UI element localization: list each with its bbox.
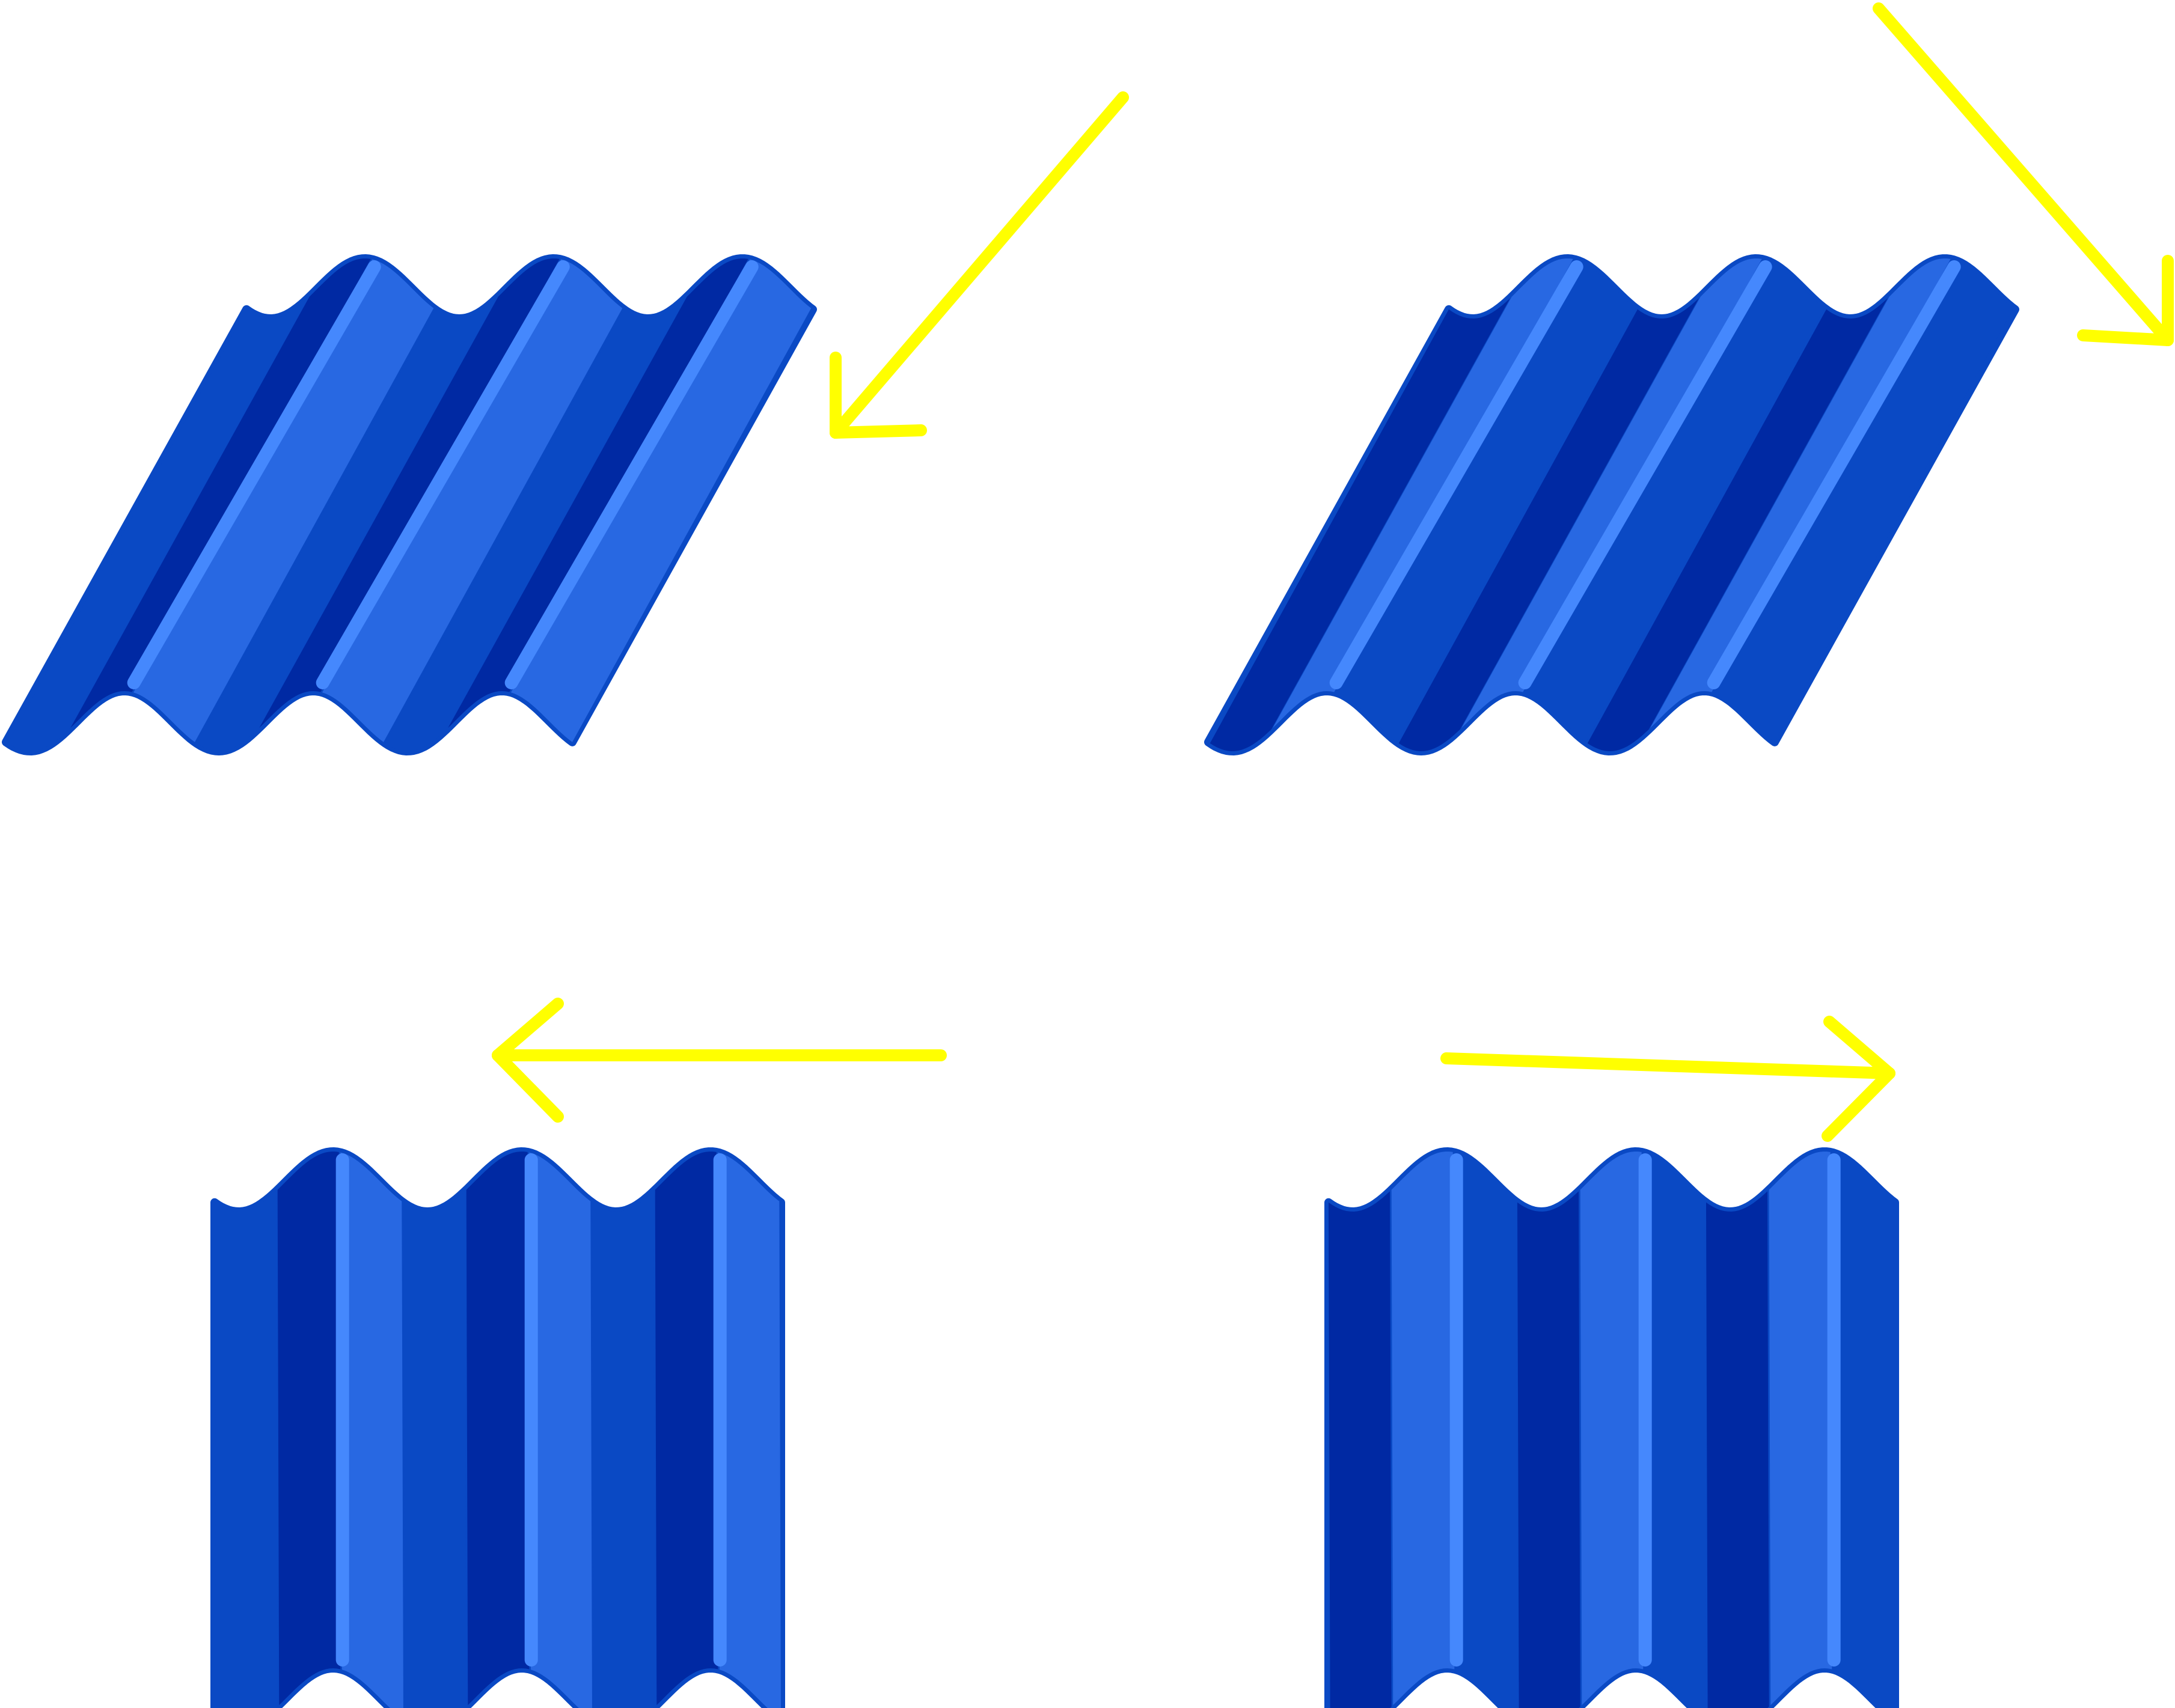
- sheet-stripe-dark: [1329, 1191, 1392, 1708]
- sheet-stripe-mid: [1832, 1152, 1895, 1708]
- panel-bottom-right: [1324, 1016, 1899, 1708]
- sheet-stripe-mid: [592, 1191, 655, 1708]
- sheet-stripe-light: [529, 1152, 592, 1708]
- sheet-stripe-light: [1769, 1151, 1832, 1706]
- arrow-left-icon: [492, 998, 947, 1123]
- sheet-stripe-mid: [1525, 259, 1825, 742]
- sheet-stripe-light: [1580, 1151, 1644, 1706]
- sheet-stripe-mid: [1713, 259, 2014, 742]
- sheet-stripe-dark: [448, 258, 748, 728]
- arrow-head: [2077, 329, 2174, 346]
- sheet-stripe-mid: [403, 1191, 467, 1708]
- sheet-stripe-dark: [1706, 1191, 1769, 1708]
- panel-top-right: [1204, 2, 2174, 755]
- sheet-stripe-mid: [1643, 1152, 1706, 1708]
- sheet-stripe-light: [322, 259, 623, 742]
- sheet-highlight: [1518, 260, 1772, 689]
- arrow-head: [830, 424, 927, 439]
- sheet-stripe-light: [1273, 258, 1573, 728]
- sheet-stripe-mid: [1454, 1152, 1517, 1708]
- sheet-stripe-dark: [70, 258, 371, 728]
- arrow-shaft: [1873, 2, 2174, 346]
- sheet-stripe-mid: [215, 1191, 278, 1708]
- arrow-shaft: [830, 91, 1129, 439]
- arrow-head: [492, 998, 564, 1061]
- sheet-stripe-mid: [196, 298, 497, 751]
- arrow-head: [492, 1049, 564, 1123]
- sheet-highlight: [127, 260, 381, 689]
- sheet-stripe-light: [718, 1152, 781, 1708]
- sheet-stripe-light: [1461, 258, 1762, 728]
- sheet-highlight: [1707, 260, 1961, 689]
- arrow-right-icon: [1440, 1016, 1895, 1142]
- sheet-highlight: [1329, 260, 1583, 689]
- panel-bottom-left: [210, 998, 947, 1708]
- arrow-down-left-icon: [830, 91, 1129, 439]
- sheet-stripe-light: [1391, 1151, 1455, 1706]
- sheet-stripe-dark: [259, 258, 560, 728]
- sheet-stripe-mid: [7, 298, 308, 751]
- sheet-stripe-mid: [1336, 259, 1636, 742]
- panel-top-left: [2, 91, 1129, 755]
- sheet-highlight: [504, 260, 759, 689]
- sheet-stripe-dark: [1587, 298, 1888, 751]
- arrow-down-right-icon: [1873, 2, 2174, 346]
- sheet-stripe-dark: [1517, 1191, 1580, 1708]
- sheet-stripe-dark: [1398, 298, 1699, 751]
- sheet-highlight: [316, 260, 570, 689]
- sheet-stripe-dark: [655, 1151, 718, 1706]
- sheet-stripe-light: [340, 1152, 403, 1708]
- arrow-head: [1823, 1016, 1895, 1079]
- sheet-stripe-light: [511, 259, 812, 742]
- sheet-stripe-light: [133, 259, 434, 742]
- sheet-stripe-light: [1650, 258, 1951, 728]
- sheet-stripe-dark: [1210, 298, 1510, 751]
- sheet-stripe-dark: [277, 1151, 341, 1706]
- arrow-shaft: [1440, 1052, 1895, 1079]
- sheet-stripe-dark: [466, 1151, 530, 1706]
- sheet-stripe-mid: [385, 298, 685, 751]
- arrow-head: [1822, 1067, 1895, 1142]
